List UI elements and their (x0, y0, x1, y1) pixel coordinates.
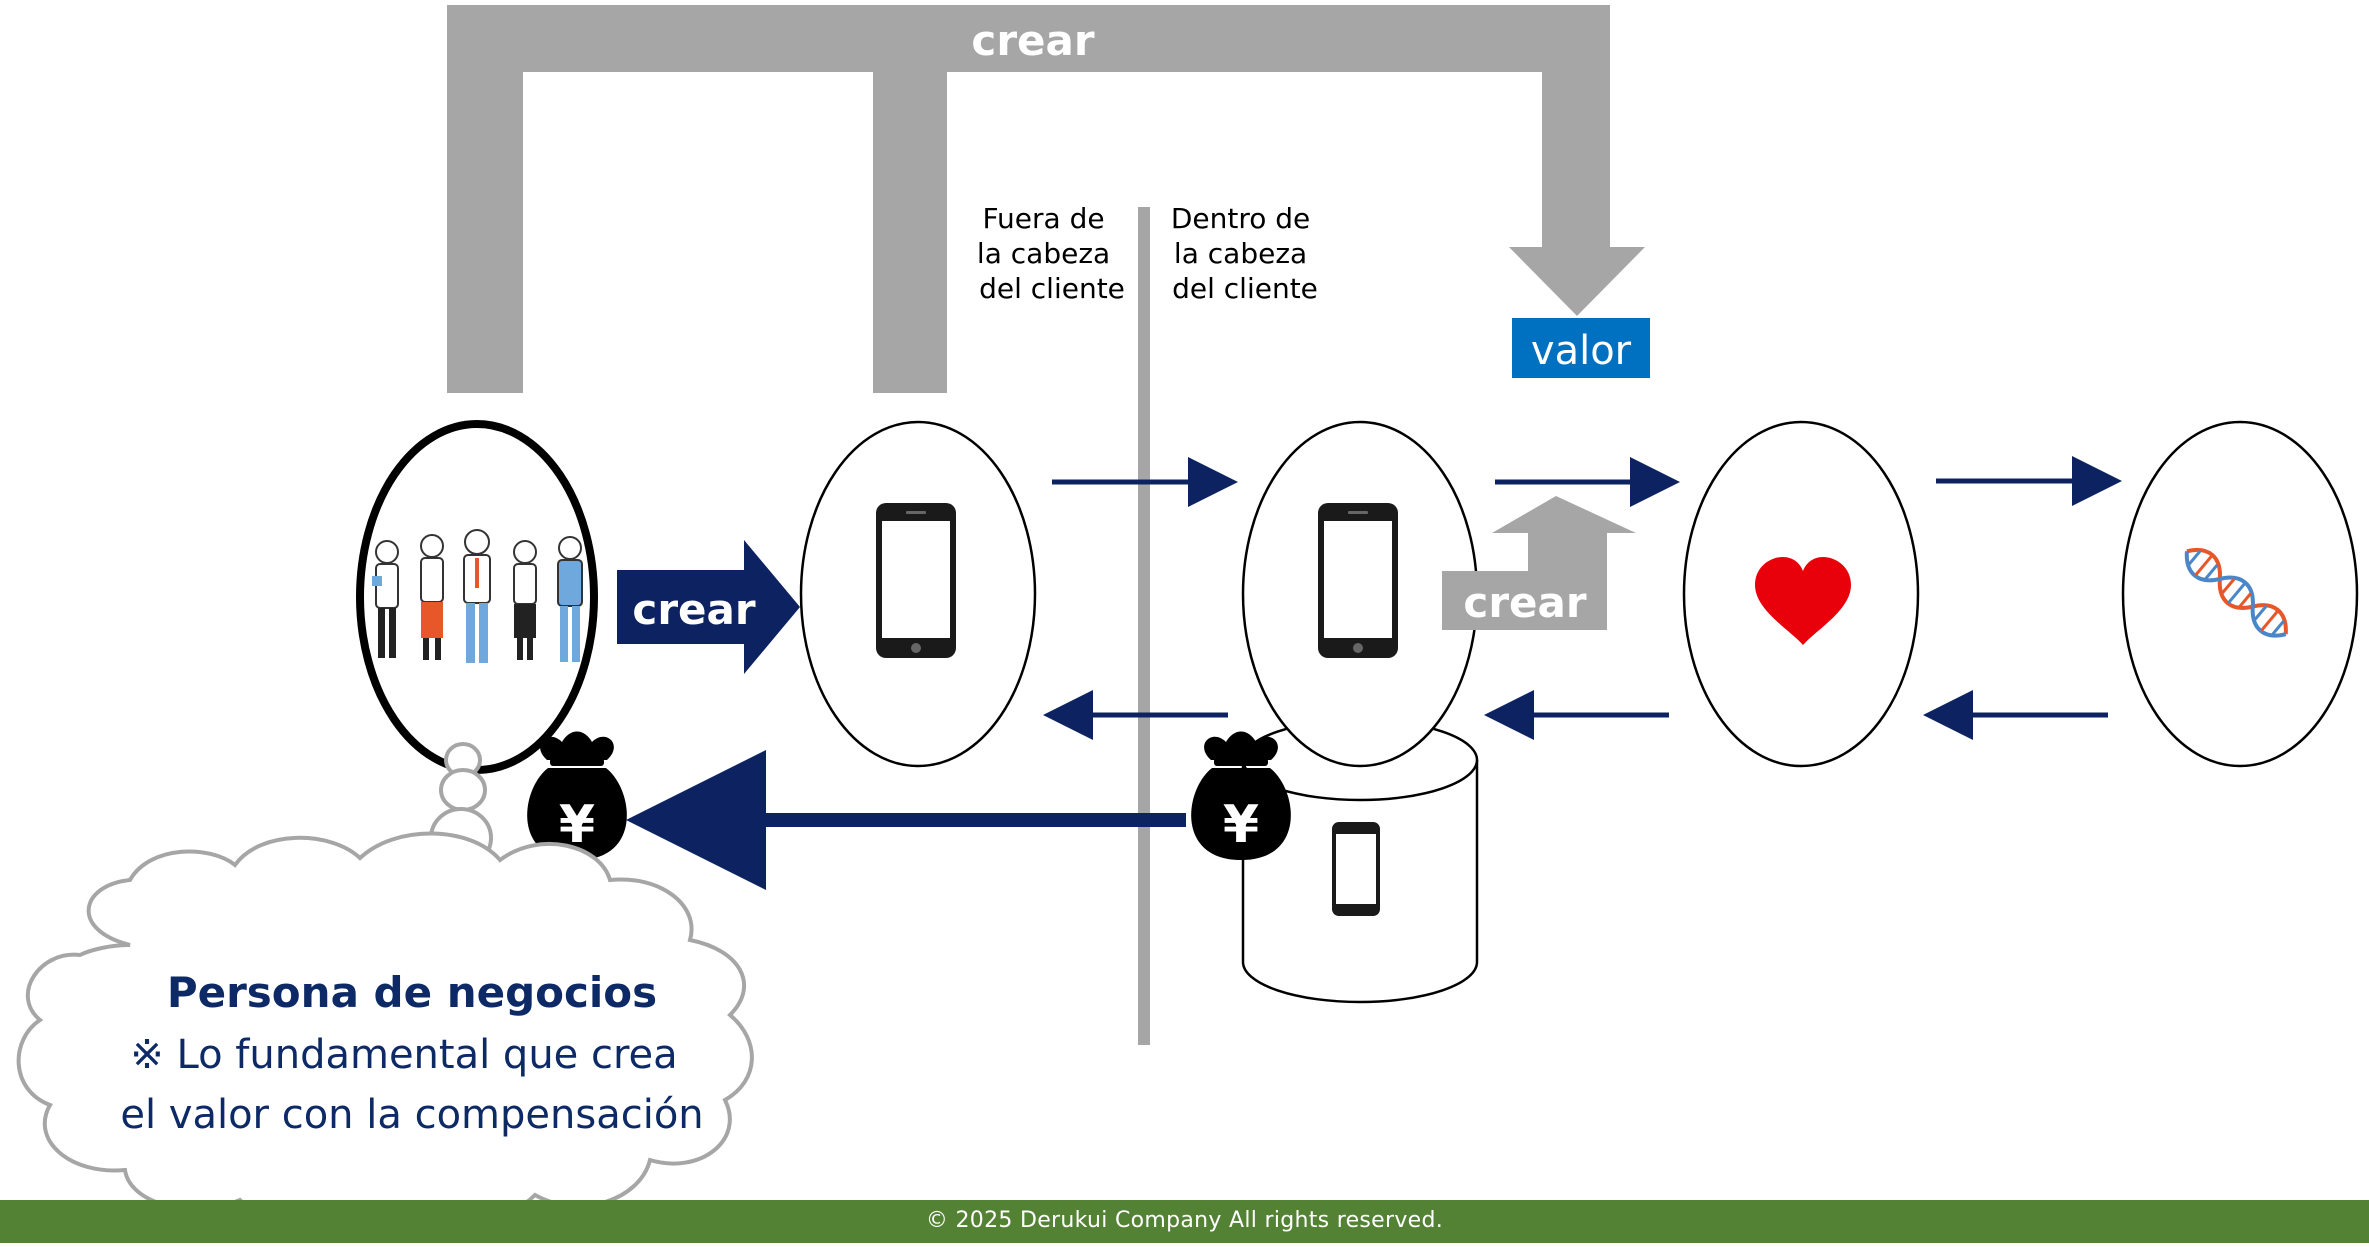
crear-arrow-phone-label: crear (1463, 578, 1586, 627)
outside-head-label: Fuera de la cabeza del cliente (977, 202, 1125, 305)
cloud-line-1: ※ Lo fundamental que crea (130, 1032, 677, 1078)
top-crear-connector: crear (447, 5, 1645, 393)
inside-head-label: Dentro de la cabeza del cliente (1171, 202, 1319, 305)
people-oval (356, 420, 598, 774)
crear-arrow-phone: crear (1442, 496, 1636, 630)
people-group-icon (372, 529, 583, 663)
outside-head-line-1: Fuera de (982, 202, 1104, 235)
cylinder-phone-icon (1332, 822, 1380, 916)
money-bag-yen-symbol-right: ¥ (1223, 795, 1259, 855)
phone-oval-outside (799, 420, 1037, 768)
money-bag-yen-icon-right: ¥ (1191, 731, 1291, 860)
crear-arrow-main-label: crear (632, 585, 755, 634)
top-crear-label: crear (971, 16, 1094, 65)
inside-head-line-1: Dentro de (1171, 202, 1310, 235)
money-bag-yen-icon-left: ¥ (527, 731, 627, 860)
smartphone-icon (1318, 503, 1398, 658)
footer-copyright: © 2025 Derukui Company All rights reserv… (925, 1208, 1444, 1233)
heart-oval (1682, 420, 1920, 768)
cloud-title: Persona de negocios (167, 968, 657, 1017)
dna-icon (2184, 548, 2288, 638)
head-boundary-line (1138, 207, 1150, 1045)
crear-arrow-main: crear (617, 540, 800, 674)
valor-label: valor (1531, 328, 1632, 374)
thought-cloud: Persona de negocios ※ Lo fundamental que… (16, 831, 754, 1228)
outside-head-line-2: la cabeza (977, 237, 1110, 270)
flow-arrows-forward (1052, 456, 2122, 507)
heart-icon (1755, 557, 1851, 645)
phone-oval-inside (1241, 420, 1479, 768)
inside-head-line-2: la cabeza (1174, 237, 1307, 270)
valor-box: valor (1512, 318, 1650, 378)
dna-oval (2121, 420, 2359, 768)
outside-head-line-3: del cliente (979, 272, 1125, 305)
inside-head-line-3: del cliente (1172, 272, 1318, 305)
smartphone-icon (876, 503, 956, 658)
cloud-line-2: el valor con la compensación (120, 1092, 703, 1138)
footer-bar (0, 1200, 2369, 1243)
